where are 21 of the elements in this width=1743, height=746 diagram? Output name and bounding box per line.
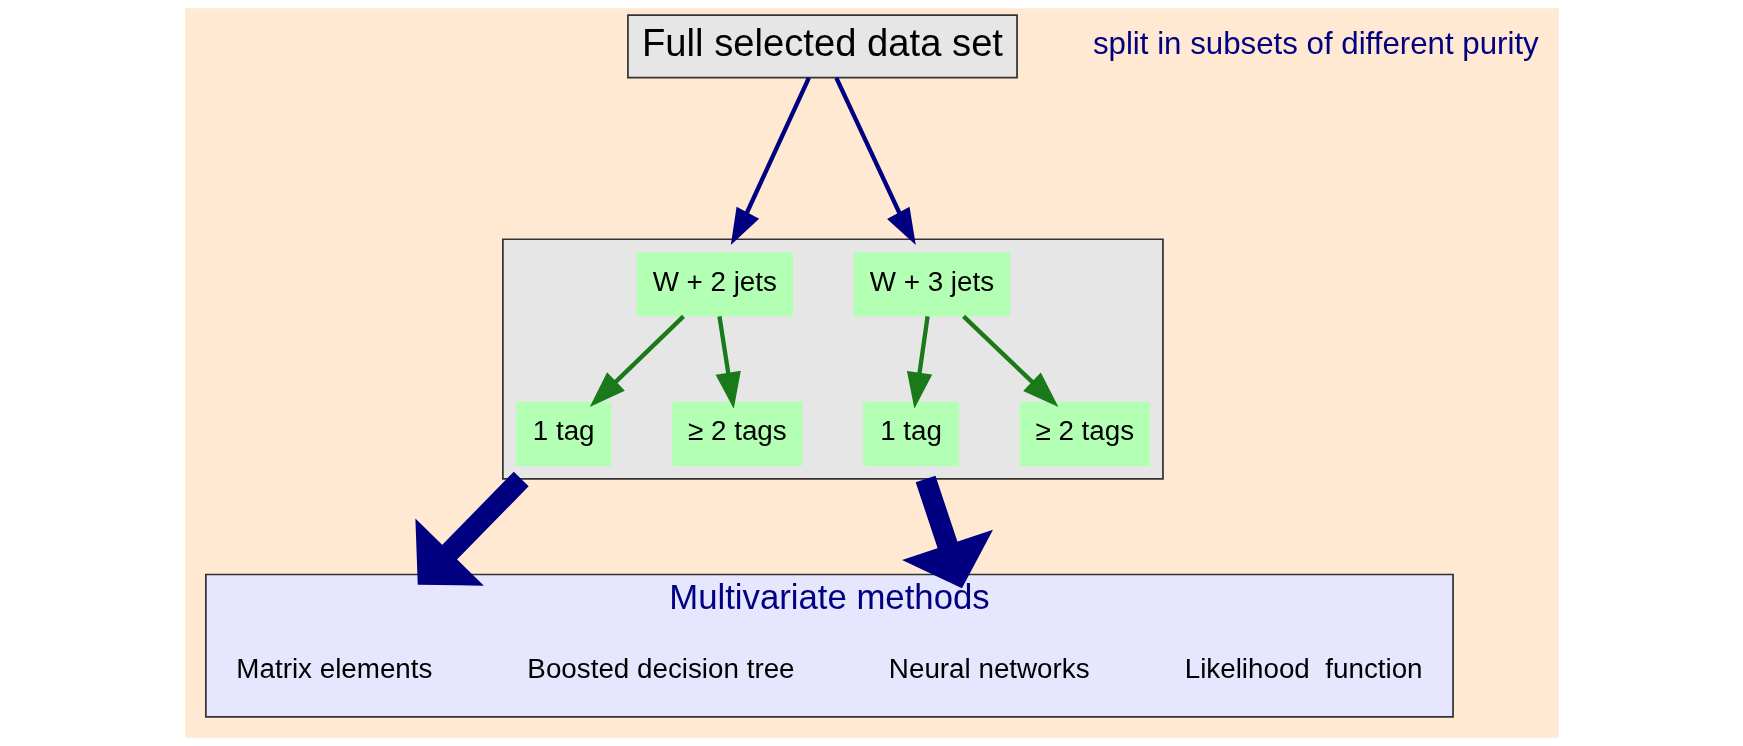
node-box: 1 tag [515, 401, 611, 466]
arrow [961, 314, 1058, 407]
arrow [901, 475, 993, 589]
node-box: 1 tag [862, 401, 959, 466]
arrow [414, 471, 529, 586]
arrow [833, 76, 916, 245]
label: Matrix elements [235, 653, 432, 685]
arrow [906, 316, 932, 409]
arrow [715, 316, 741, 409]
label: Neural networks [888, 653, 1090, 685]
cluster [501, 238, 1164, 480]
node-box: ≥ 2 tags [671, 401, 802, 466]
node-box: Full selected data set [626, 14, 1018, 79]
label: Boosted decision tree [526, 653, 795, 685]
node-box: W + 2 jets [636, 252, 793, 317]
label: Likelihood function [1184, 653, 1423, 685]
label: split in subsets of different purity [1092, 26, 1539, 62]
arrow [730, 76, 811, 246]
node-box: W + 3 jets [853, 252, 1010, 317]
node-box: ≥ 2 tags [1019, 401, 1150, 466]
arrow [589, 314, 685, 407]
